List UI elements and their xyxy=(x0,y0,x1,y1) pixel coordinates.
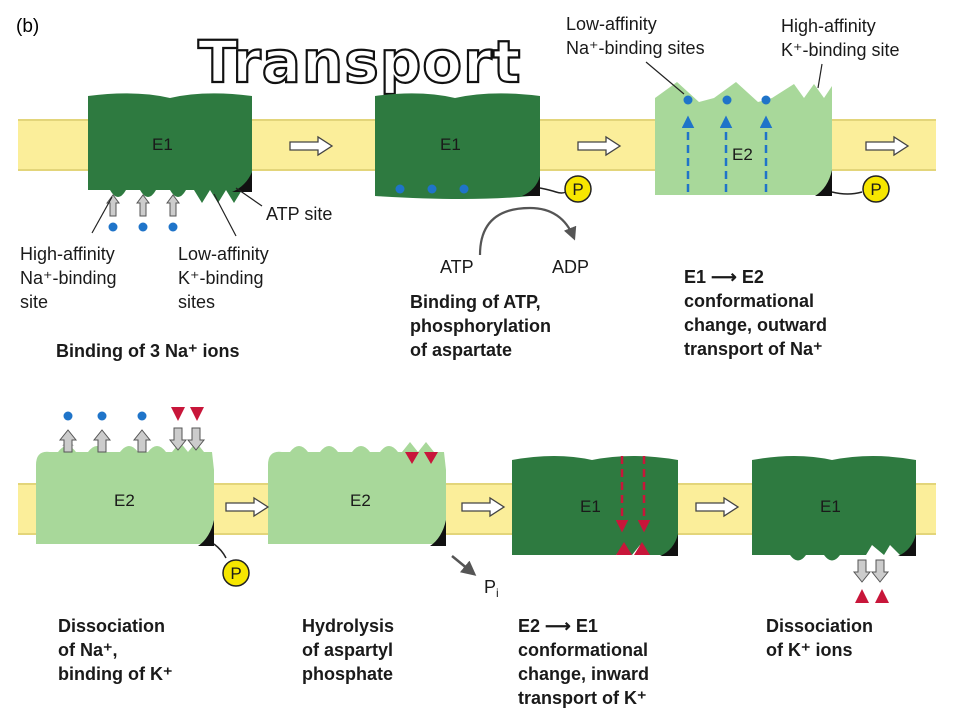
high-affinity-na-label: High-affinity Na⁺-binding site xyxy=(20,244,122,312)
title: Transport xyxy=(198,28,521,96)
atp-adp-arrow xyxy=(478,206,577,256)
sodium-ion xyxy=(168,222,178,232)
pump-protein-e1-step6: E1 xyxy=(512,456,678,556)
inorganic-phosphate-label: Pi xyxy=(484,577,499,600)
pump-protein-e2-step4: E2 P xyxy=(36,407,250,587)
caption-step-5: Hydrolysis of aspartyl phosphate xyxy=(302,616,399,684)
pump-protein-e2-step3: E2 P xyxy=(655,82,890,203)
sodium-ion xyxy=(97,411,107,421)
sodium-ion xyxy=(427,184,437,194)
sodium-ion xyxy=(722,95,732,105)
pump-protein-e1-step2: E1 P xyxy=(375,93,592,256)
sodium-ion xyxy=(63,411,73,421)
atp-label: ATP xyxy=(440,257,474,277)
pump-protein-e1-step7: E1 xyxy=(752,456,916,603)
panel-label: (b) xyxy=(16,16,39,37)
caption-step-1: Binding of 3 Na⁺ ions xyxy=(56,341,240,361)
caption-step-6: E2 ⟶ E1 conformational change, inward tr… xyxy=(518,616,654,708)
phosphate-group xyxy=(862,175,890,203)
low-affinity-na-label: Low-affinity Na⁺-binding sites xyxy=(566,14,705,58)
phosphate-group xyxy=(564,175,592,203)
sodium-ion xyxy=(395,184,405,194)
phosphate-label: P xyxy=(870,180,881,199)
caption-step-7: Dissociation of K⁺ ions xyxy=(766,616,878,660)
potassium-ion xyxy=(875,589,889,603)
potassium-ion xyxy=(190,407,204,421)
sodium-ion xyxy=(683,95,693,105)
potassium-ion xyxy=(405,452,419,464)
pump-protein-e2-step5: E2 Pi xyxy=(268,442,499,600)
potassium-ion xyxy=(634,542,650,555)
callout-lines-top xyxy=(91,61,823,237)
high-affinity-k-label: High-affinity K⁺-binding site xyxy=(781,16,900,60)
caption-step-3: E1 ⟶ E2 conformational change, outward t… xyxy=(684,267,832,359)
sodium-ion xyxy=(761,95,771,105)
caption-step-2: Binding of ATP, phosphorylation of aspar… xyxy=(410,292,556,360)
state-label: E1 xyxy=(820,497,841,516)
caption-step-4: Dissociation of Na⁺, binding of K⁺ xyxy=(58,616,172,684)
state-label: E1 xyxy=(152,135,173,154)
sodium-ion xyxy=(137,411,147,421)
atp-site-label: ATP site xyxy=(266,204,332,224)
state-label: E2 xyxy=(732,145,753,164)
potassium-ion xyxy=(171,407,185,421)
potassium-ion xyxy=(616,542,632,555)
state-label: E1 xyxy=(580,497,601,516)
phosphate-label: P xyxy=(230,564,241,583)
sodium-ion xyxy=(459,184,469,194)
sodium-ion xyxy=(108,222,118,232)
adp-label: ADP xyxy=(552,257,589,277)
state-label: E1 xyxy=(440,135,461,154)
state-label: E2 xyxy=(114,491,135,510)
transition-arrows-bottom xyxy=(225,496,740,518)
state-label: E2 xyxy=(350,491,371,510)
potassium-ion xyxy=(855,589,869,603)
potassium-ion xyxy=(424,452,438,464)
sodium-ion xyxy=(138,222,148,232)
phosphate-group xyxy=(222,559,250,587)
phosphate-label: P xyxy=(572,180,583,199)
transition-arrows-top xyxy=(289,135,910,157)
pump-protein-e1-step1: E1 xyxy=(88,93,252,232)
low-affinity-k-label: Low-affinity K⁺-binding sites xyxy=(178,244,274,312)
